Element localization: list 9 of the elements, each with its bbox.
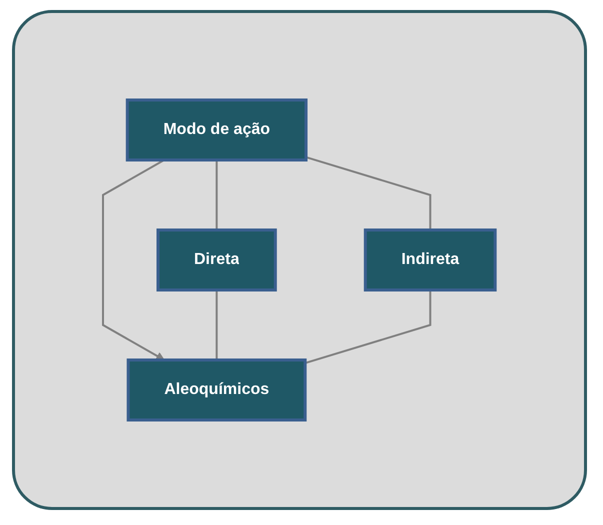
connector <box>306 156 432 230</box>
node-box: Modo de ação <box>126 98 308 162</box>
connector <box>216 160 218 230</box>
arrow <box>102 159 166 360</box>
node-box: Indireta <box>364 228 498 292</box>
node-box: Aleoquímicos <box>127 358 308 422</box>
connector <box>305 290 432 364</box>
connector <box>216 290 218 360</box>
node-box: Direta <box>156 228 278 292</box>
